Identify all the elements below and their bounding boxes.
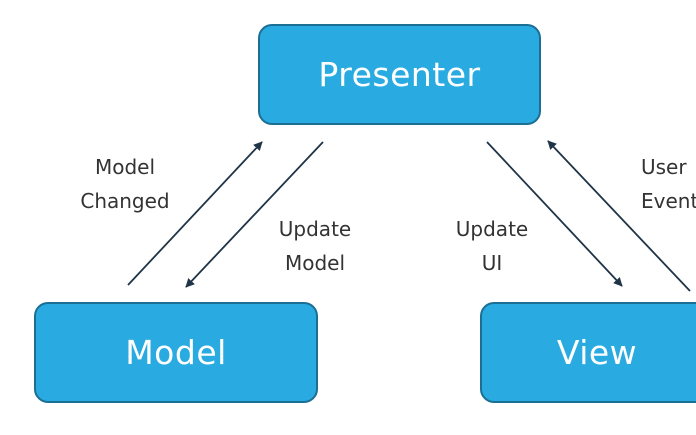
presenter-node-label: Presenter — [318, 55, 481, 94]
label-update-model-line-2: Model — [284, 251, 346, 275]
label-user-events: User Events — [641, 150, 696, 218]
label-update-ui-line-2: UI — [481, 251, 503, 275]
model-node-label: Model — [125, 333, 227, 372]
label-update-ui-line-1: Update — [455, 217, 529, 241]
presenter-node: Presenter — [258, 24, 541, 125]
label-update-model: Update Model — [266, 212, 364, 280]
label-update-model-line-1: Update — [278, 217, 352, 241]
label-model-changed-line-1: Model — [94, 155, 156, 179]
view-node-label: View — [556, 333, 638, 372]
label-model-changed: Model Changed — [66, 150, 184, 218]
label-model-changed-line-2: Changed — [80, 189, 170, 213]
label-user-events-line-1: User — [641, 155, 687, 179]
model-node: Model — [34, 302, 318, 403]
arrow-presenter-to-view — [486, 141, 623, 287]
arrow-presenter-to-model — [185, 141, 324, 288]
arrow-view-to-presenter — [547, 140, 691, 292]
label-update-ui: Update UI — [438, 212, 546, 280]
arrow-model-to-presenter — [127, 141, 263, 286]
label-user-events-line-2: Events — [641, 189, 696, 213]
view-node: View — [480, 302, 696, 403]
